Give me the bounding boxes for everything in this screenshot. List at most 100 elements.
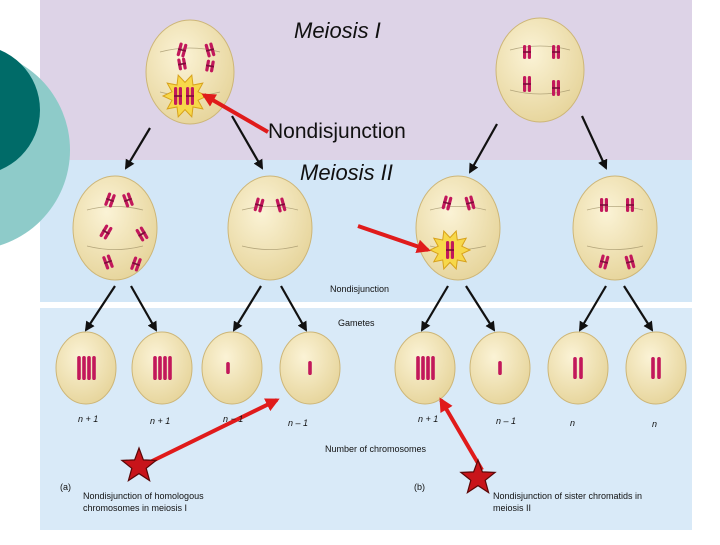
chromatid: [163, 356, 167, 380]
meiosis-2-cell-4: [572, 175, 658, 281]
centromere: [599, 260, 609, 264]
spindle-fiber: [586, 245, 644, 250]
red-star-icon: [120, 446, 158, 482]
spindle-fiber: [159, 47, 221, 53]
centromere: [442, 201, 452, 205]
red-arrow: [201, 93, 270, 134]
gamete-count-2: n + 1: [150, 416, 171, 426]
cell-membrane: [625, 331, 687, 405]
chromosome: [626, 198, 634, 212]
gamete-cell-8: [625, 331, 687, 405]
centromere: [523, 83, 531, 85]
chromatid: [573, 357, 577, 379]
chromosome: [552, 80, 560, 96]
chromatid: [308, 361, 312, 375]
centromere: [465, 201, 475, 205]
chromosome: [135, 226, 149, 242]
gamete-cell-5: [394, 331, 456, 405]
spindle-fiber: [509, 45, 571, 51]
centromere: [103, 259, 113, 265]
division-arrows: [84, 115, 654, 332]
chromosome: [104, 192, 116, 208]
chromatid: [431, 356, 435, 380]
division-arrow: [84, 285, 116, 332]
gamete-count-4: n – 1: [288, 418, 309, 428]
spindle-fiber: [509, 89, 571, 95]
chromosome: [624, 254, 636, 270]
division-arrow: [124, 127, 151, 170]
chromosome: [441, 195, 453, 211]
centromere: [600, 204, 608, 206]
division-arrow: [578, 285, 607, 332]
chromatid: [82, 356, 86, 380]
centromere: [186, 95, 194, 97]
centromere: [102, 229, 110, 235]
centromere: [626, 204, 634, 206]
cell-membrane: [572, 175, 658, 281]
spindle-fiber: [241, 206, 299, 211]
centromere: [276, 203, 286, 207]
number-of-chromosomes-label: Number of chromosomes: [325, 444, 427, 454]
chromosome: [552, 45, 560, 59]
cell-membrane: [547, 331, 609, 405]
chromosome: [464, 195, 476, 211]
centromere: [523, 51, 531, 53]
panel-a-label: (a): [60, 482, 71, 492]
division-arrow: [623, 285, 654, 332]
chromosome: [523, 45, 531, 59]
chromosome: [122, 192, 134, 208]
gamete-count-7: n: [570, 418, 576, 428]
gamete-count-8: n: [652, 419, 658, 429]
centromere: [105, 197, 115, 203]
centromere: [205, 64, 215, 68]
red-arrow: [357, 224, 431, 254]
gamete-count-3: n − 1: [223, 414, 244, 424]
chromatid: [158, 356, 162, 380]
chromatid: [651, 357, 655, 379]
division-arrow: [130, 285, 157, 332]
meiosis-2-cell-1: [72, 175, 158, 281]
centromere: [174, 95, 182, 97]
meiosis-2-cell-3: [415, 175, 501, 281]
division-arrow: [232, 285, 262, 332]
chromatid: [579, 357, 583, 379]
gamete-count-6: n – 1: [496, 416, 517, 426]
teal-dark-circle: [0, 50, 40, 170]
chromosome: [523, 76, 531, 92]
chromatid: [153, 356, 157, 380]
panel-a-caption: Nondisjunction of homologous chromosomes…: [83, 491, 204, 513]
chromosome: [446, 241, 454, 259]
chromatid: [657, 357, 661, 379]
red-arrow: [139, 398, 280, 469]
nondisjunction-main-label: Nondisjunction: [268, 120, 406, 143]
centromere: [205, 48, 215, 52]
chromosome: [130, 256, 142, 272]
centromere: [138, 231, 146, 237]
red-arrow: [439, 397, 484, 472]
centromere: [552, 51, 560, 53]
gamete-cell-1: [55, 331, 117, 405]
chromosome: [186, 87, 194, 105]
panel-b-caption: Nondisjunction of sister chromatids in m…: [493, 491, 643, 513]
centromere: [123, 197, 133, 203]
chromosome: [598, 254, 610, 270]
cell-membrane: [131, 331, 193, 405]
panel-b-label: (b): [414, 482, 425, 492]
parent-cell-b: [495, 17, 585, 123]
gamete-cell-7: [547, 331, 609, 405]
chromosome: [176, 42, 188, 58]
cell-membrane: [415, 175, 501, 281]
meiosis-1-title: Meiosis I: [294, 18, 381, 43]
cell-membrane: [55, 331, 117, 405]
chromosome: [204, 42, 216, 58]
meiosis-2-cell-2: [227, 175, 313, 281]
spindle-fiber: [586, 206, 644, 211]
centromere: [446, 249, 454, 251]
chromatid: [426, 356, 430, 380]
gamete-cell-4: [279, 331, 341, 405]
cell-membrane: [495, 17, 585, 123]
cell-membrane: [201, 331, 263, 405]
division-arrow: [469, 123, 498, 174]
centromere: [625, 260, 635, 264]
